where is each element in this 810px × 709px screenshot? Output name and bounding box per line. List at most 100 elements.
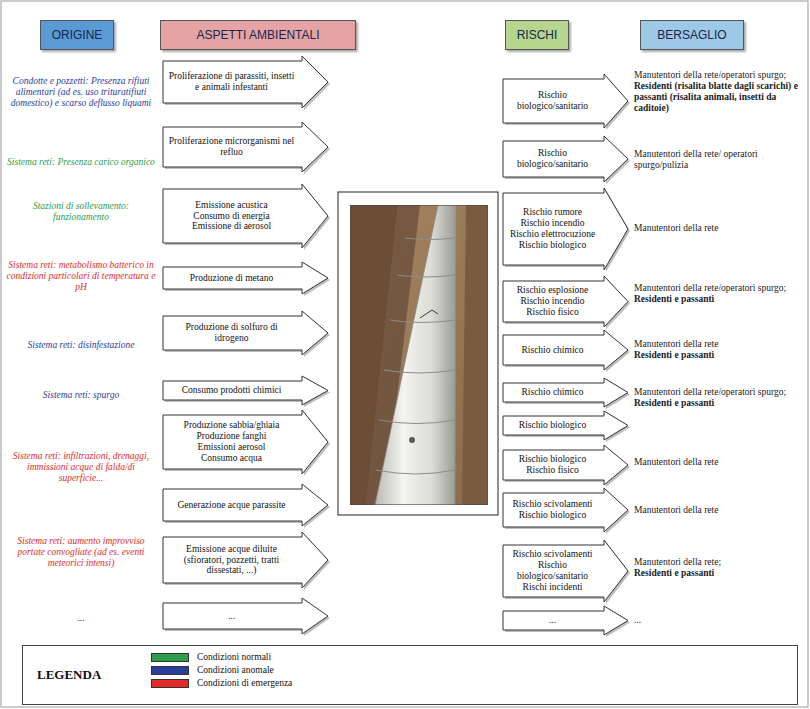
node-text: ASPETTI AMBIENTALI	[196, 28, 319, 42]
node-text: Emissioni aerosol	[168, 442, 295, 453]
arrow-shape	[163, 532, 328, 588]
node-text: Rischio biologico	[508, 510, 597, 521]
origin-text: Sistema reti: spurgo	[6, 390, 156, 401]
target-text: Manutentori della rete	[634, 339, 804, 350]
aspect-arrow: Produzione di solfuro di idrogeno	[163, 311, 328, 355]
arrow-outline	[163, 598, 328, 634]
target-text: Manutentori della rete/operatori spurgo;…	[634, 283, 804, 305]
column-header: ASPETTI AMBIENTALI	[160, 20, 356, 50]
node-body: BERSAGLIO	[657, 28, 726, 42]
risk-arrow: ...	[503, 606, 628, 635]
arrow-shape	[163, 598, 328, 634]
legend-text: Condizioni normali	[197, 652, 271, 662]
node-text: Rischio incendio	[508, 218, 597, 229]
node-body: Rischio scivolamentiRischio biologico/sa…	[503, 549, 600, 593]
node-text: Emissione acustica	[168, 200, 295, 211]
node-body: ...	[503, 615, 600, 626]
legend-row: Condizioni normali	[151, 652, 271, 662]
column-header: BERSAGLIO	[640, 20, 744, 50]
pipe-photo	[350, 205, 488, 505]
legend-swatch	[151, 679, 189, 688]
origin-text: Sistema reti: infiltrazioni, drenaggi, i…	[6, 451, 156, 484]
target-text: Residenti e passanti	[634, 398, 804, 409]
target-text: Manutentori della rete/ operatori spurgo…	[634, 149, 804, 171]
target-text: ...	[634, 615, 804, 626]
origin-text: Sistema reti: infiltrazioni, drenaggi, i…	[6, 451, 156, 484]
origin-text: ...	[6, 613, 156, 624]
node-text: Rischio fisico	[508, 465, 597, 476]
risk-arrow: Rischio scivolamentiRischio biologico/sa…	[503, 540, 628, 602]
pipe-joints	[376, 238, 455, 474]
node-text: Consumo prodotti chimici	[168, 385, 295, 396]
node-text: Produzione sabbia/ghiaia	[168, 420, 295, 431]
origin-text: Sistema reti: aumento improvviso portate…	[6, 536, 156, 569]
risk-arrow: Rischio biologico	[503, 411, 628, 440]
arrow-shape	[163, 376, 328, 405]
origin-text: Stazioni di sollevamento: funzionamento	[6, 201, 156, 223]
aspect-arrow: Produzione di metano	[163, 262, 328, 294]
column-header: RISCHI	[505, 20, 569, 50]
arrow-shape	[163, 484, 328, 526]
arrow-shape	[163, 311, 328, 355]
node-text: Proliferazione microrganismi nel refluo	[168, 136, 295, 158]
risk-arrow: Rischio biologicoRischio fisico	[503, 445, 628, 485]
target-text: Manutentori della rete;Residenti e passa…	[634, 557, 804, 579]
node-text: Rischio scivolamenti	[508, 549, 597, 560]
node-text: Rischio biologico	[508, 454, 597, 465]
node-text: Consumo di energia	[168, 211, 295, 222]
node-body: LEGENDA	[37, 667, 101, 683]
aspect-arrow: Proliferazione microrganismi nel refluo	[163, 122, 328, 172]
aspect-arrow: Emissione acusticaConsumo di energiaEmis…	[163, 184, 328, 248]
legend-box: LEGENDA Condizioni normaliCondizioni anom…	[22, 645, 798, 705]
node-body: Rischio chimico	[503, 387, 600, 398]
risk-arrow: Rischio biologico/sanitario	[503, 74, 628, 128]
target-text: Manutentori della rete/operatori spurgo;	[634, 70, 804, 81]
node-text: BERSAGLIO	[657, 28, 726, 42]
risk-arrow: Rischio chimico	[503, 378, 628, 407]
arrow-shape	[503, 540, 628, 602]
node-text: Rischio biologico/sanitario	[508, 148, 597, 170]
legend-row: Condizioni di emergenza	[151, 678, 292, 688]
node-body: Rischio rumoreRischio incendioRischio el…	[503, 207, 600, 251]
arrow-shape	[503, 606, 628, 635]
node-text: RISCHI	[517, 28, 558, 42]
legend-swatch	[151, 653, 189, 662]
node-body: Rischio biologico/sanitario	[503, 90, 600, 112]
legend-swatch	[151, 666, 189, 675]
node-body: Rischio scivolamentiRischio biologico	[503, 499, 600, 521]
risk-arrow: Rischio biologico/sanitario	[503, 136, 628, 182]
risk-arrow: Rischio scivolamentiRischio biologico	[503, 488, 628, 532]
pipe	[375, 205, 456, 505]
node-text: Emissione di aerosol	[168, 221, 295, 232]
node-text: Produzione di metano	[168, 273, 295, 284]
target-text: Manutentori della rete/operatori spurgo;	[634, 283, 804, 294]
arrow-shape	[163, 56, 328, 108]
node-text: Rischio chimico	[508, 387, 597, 398]
node-body: Rischio biologicoRischio fisico	[503, 454, 600, 476]
node-body: Rischio esplosioneRischio incendioRischi…	[503, 285, 600, 318]
origin-text: Sistema reti: spurgo	[6, 390, 156, 401]
legend-row: Condizioni anomale	[151, 665, 274, 675]
wire	[420, 310, 438, 318]
node-text: Rischi incidenti	[508, 582, 597, 593]
risk-arrow: Rischio rumoreRischio incendioRischio el…	[503, 188, 628, 270]
aspect-arrow: Generazione acque parassite	[163, 484, 328, 526]
node-text: LEGENDA	[37, 667, 101, 683]
target-text: Manutentori della rete	[634, 505, 804, 516]
node-text: ...	[508, 615, 597, 626]
origin-text: Condotte e pozzetti: Presenza rifiuti al…	[6, 76, 156, 109]
node-body: ORIGINE	[52, 28, 103, 42]
arrow-shape	[503, 136, 628, 182]
arrow-shape	[163, 262, 328, 294]
node-text: Rischio esplosione	[508, 285, 597, 296]
arrow-shape	[163, 122, 328, 172]
node-body: Generazione acque parassite	[163, 500, 298, 511]
target-text: Manutentori della rete	[634, 223, 804, 234]
node-text: Rischio elettrocuzione	[508, 229, 597, 240]
node-text: Consumo acqua	[168, 453, 295, 464]
origin-text: ...	[6, 613, 156, 624]
node-body: Rischio biologico/sanitario	[503, 148, 600, 170]
node-body: RISCHI	[517, 28, 558, 42]
node-body: Proliferazione microrganismi nel refluo	[163, 136, 298, 158]
arrow-shape	[503, 378, 628, 407]
